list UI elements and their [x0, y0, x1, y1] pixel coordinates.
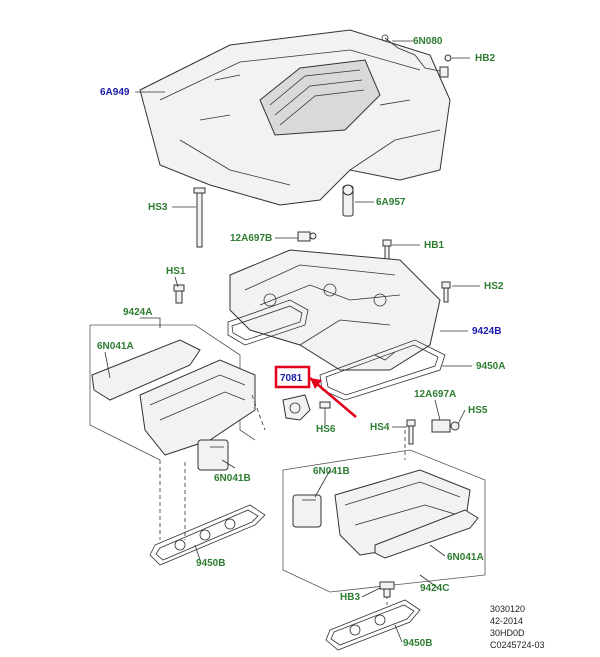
callout-hb1: HB1	[424, 240, 444, 251]
ref-code-2: 42-2014	[490, 616, 523, 626]
leader-lines	[104, 40, 480, 643]
callout-hs3: HS3	[148, 202, 168, 213]
sensor-12a697a	[431, 419, 460, 433]
callout-7081: 7081	[280, 373, 303, 384]
ref-code-1: 3030120	[490, 604, 525, 614]
ref-code-4: C0245724-03	[490, 640, 545, 650]
bolt-hb3	[379, 581, 395, 598]
stud-hs3	[193, 187, 206, 248]
manifold-9424c-group	[282, 449, 486, 593]
ref-code-3: 30HD0D	[490, 628, 525, 638]
stud-hs2	[441, 281, 451, 303]
part-7081	[274, 365, 357, 421]
stud-hs4	[406, 419, 416, 445]
sensor-12a697b	[297, 231, 317, 242]
stud-hs1	[173, 284, 185, 304]
gasket-9450b-bottom	[325, 599, 421, 651]
callout-hs5: HS5	[468, 405, 488, 416]
callout-labels: 6N080 HB2 6A949 HS3 6A957 12A697B HB1 HS…	[97, 36, 505, 649]
callout-hb3: HB3	[340, 592, 360, 603]
manifold-9424a-group	[89, 324, 256, 471]
callout-9450a: 9450A	[476, 361, 505, 372]
callout-9450b-left: 9450B	[196, 558, 225, 569]
callout-12a697b: 12A697B	[230, 233, 272, 244]
callout-9450b-bottom: 9450B	[403, 638, 432, 649]
callout-6n041a-bottom: 6N041A	[447, 552, 484, 563]
callout-9424b: 9424B	[472, 326, 501, 337]
gasket-9450a	[227, 299, 446, 401]
intake-manifold-upper	[229, 249, 441, 371]
callout-6n041a-top: 6N041A	[97, 341, 134, 352]
callout-9424c: 9424C	[420, 583, 449, 594]
callout-6n041b-right: 6N041B	[313, 466, 350, 477]
reference-code-block: 3030120 42-2014 30HD0D C0245724-03	[490, 604, 545, 650]
callout-6a949: 6A949	[100, 87, 130, 98]
callout-hb2: HB2	[475, 53, 495, 64]
callout-6n080: 6N080	[413, 36, 443, 47]
callout-6n041b-left: 6N041B	[214, 473, 251, 484]
highlight-arrowhead	[310, 378, 322, 389]
sensor-6a957	[342, 184, 354, 217]
highlight-box	[274, 365, 311, 389]
harness-6n080	[381, 34, 452, 78]
gasket-9450b-left	[149, 504, 266, 566]
engine-cover	[139, 29, 451, 206]
callout-hs6: HS6	[316, 424, 336, 435]
stud-hs6	[319, 401, 331, 409]
callout-hs1: HS1	[166, 266, 186, 277]
callout-9424a: 9424A	[123, 307, 152, 318]
callout-hs4: HS4	[370, 422, 390, 433]
callout-hs2: HS2	[484, 281, 504, 292]
callout-6a957: 6A957	[376, 197, 406, 208]
callout-12a697a: 12A697A	[414, 389, 456, 400]
